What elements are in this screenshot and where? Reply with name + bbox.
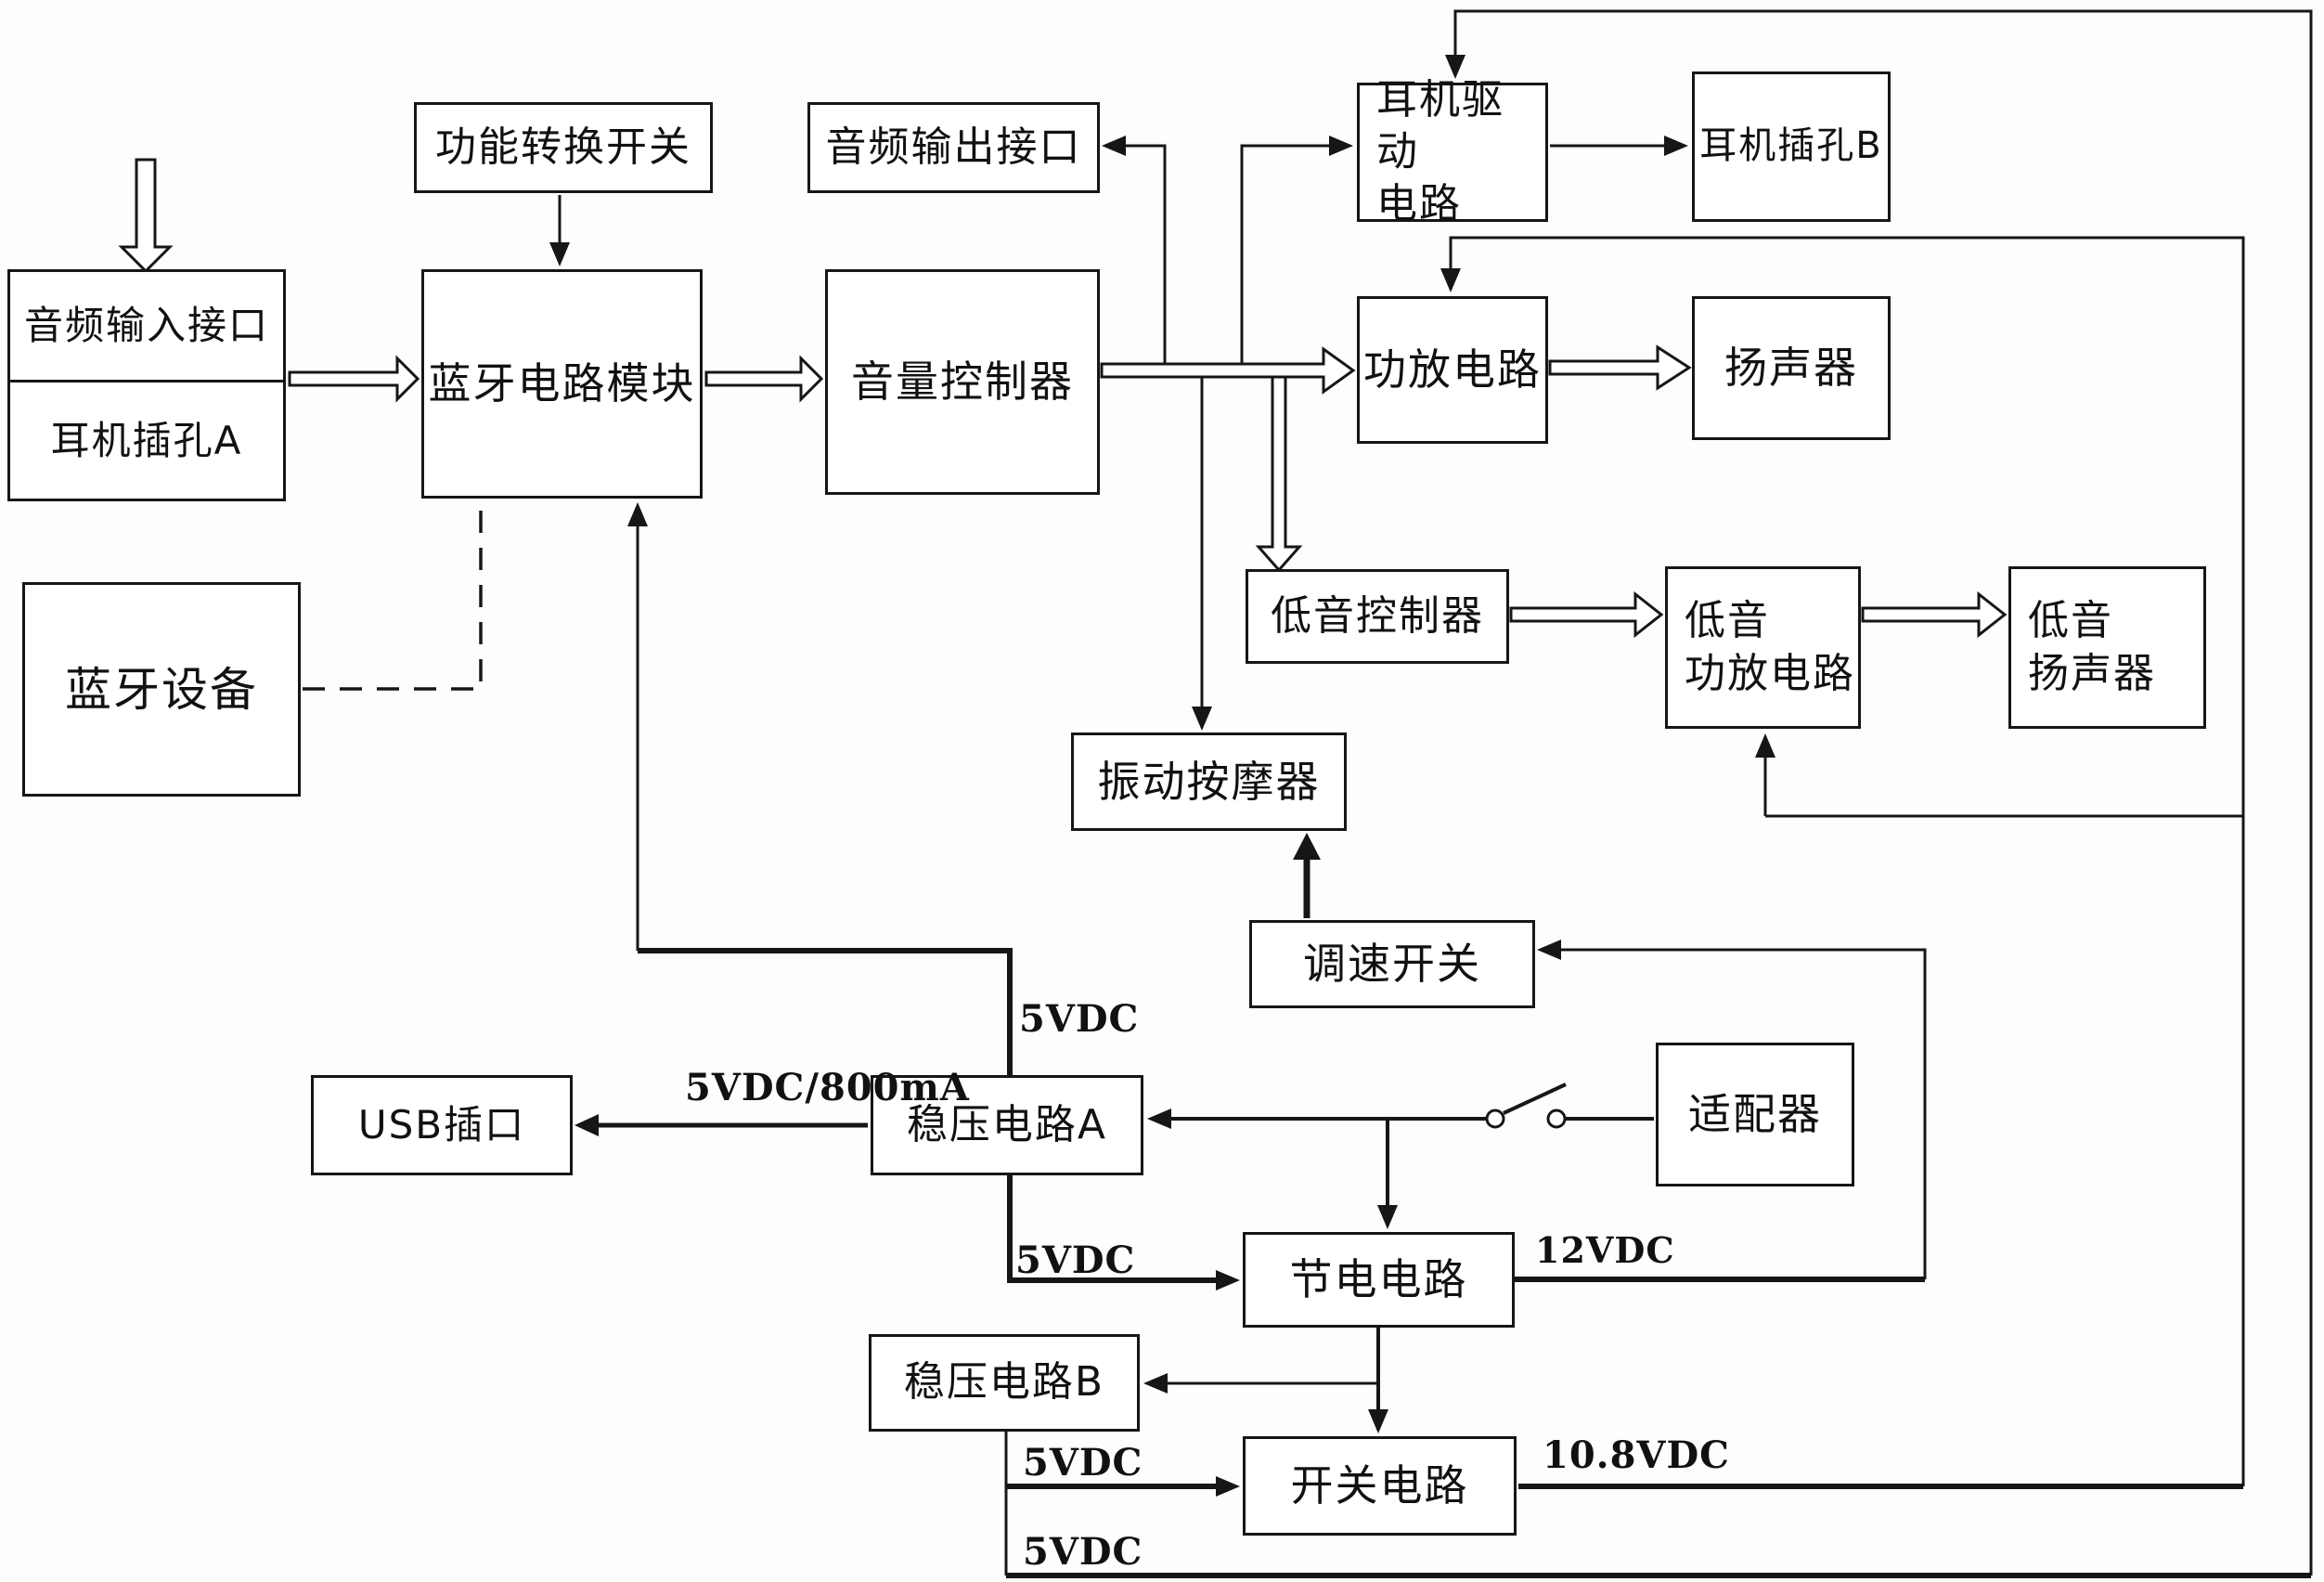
wire-volume-to-bass-controller — [1255, 369, 1303, 573]
wire-12vdc-to-speed-switch — [1515, 940, 1927, 1282]
node-bluetooth-device: 蓝牙设备 — [22, 582, 301, 797]
wire-label-5vdc-bluetooth: 5VDC — [1019, 997, 1140, 1041]
wire-label-12vdc: 12VDC — [1535, 1229, 1675, 1271]
wire-label-5vdc-800ma-usb: 5VDC/800mA — [685, 1066, 970, 1109]
node-func-switch: 功能转换开关 — [414, 102, 713, 193]
node-switch-circuit: 开关电路 — [1243, 1436, 1517, 1536]
node-volume-controller: 音量控制器 — [825, 269, 1100, 495]
wire-bass-controller-to-bass-amp — [1509, 590, 1664, 639]
wire-label-5vdc-power-save: 5VDC — [1015, 1238, 1136, 1282]
wire-label-5vdc-bottom: 5VDC — [1023, 1530, 1143, 1574]
wire-bluetooth-device-dashed — [303, 502, 483, 691]
wire-5vdc-to-bluetooth — [627, 502, 1013, 1075]
wire-volume-to-massager — [1192, 370, 1212, 731]
node-headphone-jack-a: 耳机插孔A — [7, 380, 286, 501]
node-audio-input-interface: 音频输入接口 — [7, 269, 286, 383]
wire-regulator-a-to-usb — [575, 1114, 868, 1136]
node-speaker: 扬声器 — [1692, 296, 1891, 440]
node-regulator-a: 稳压电路A — [871, 1075, 1143, 1175]
node-power-amp-circuit: 功放电路 — [1357, 296, 1548, 444]
wire-arrow-into-audio-input — [118, 158, 174, 274]
wire-label-10-8vdc: 10.8VDC — [1543, 1433, 1730, 1477]
node-headphone-drive-circuit: 耳机驱动 电路 — [1357, 76, 1548, 227]
node-bass-speaker: 低音 扬声器 — [2008, 566, 2206, 729]
switch-contact-icon — [1546, 1109, 1567, 1129]
wire-5vdc-outer-loop-to-headphone-drive — [1004, 9, 2313, 1578]
wire-headphone-drive-to-jack-b — [1550, 136, 1688, 156]
node-regulator-b: 稳压电路B — [869, 1334, 1140, 1432]
node-usb-port: USB插口 — [311, 1075, 573, 1175]
wire-adapter-power-line — [1147, 1083, 1654, 1229]
wire-regulator-a-to-power-saving — [1007, 1175, 1240, 1290]
wire-input-to-bluetooth — [288, 355, 420, 403]
node-power-saving-circuit: 节电电路 — [1243, 1232, 1515, 1328]
wire-bass-amp-to-bass-speaker — [1861, 590, 2008, 639]
node-bass-controller: 低音控制器 — [1246, 569, 1509, 664]
wire-volume-to-power-amp — [1100, 346, 1356, 395]
node-speed-switch: 调速开关 — [1249, 920, 1535, 1008]
wire-label-5vdc-switch-ckt: 5VDC — [1023, 1441, 1143, 1485]
wire-speed-switch-to-massager — [1293, 833, 1321, 918]
node-adapter: 适配器 — [1656, 1043, 1854, 1186]
node-vibration-massager: 振动按摩器 — [1071, 733, 1347, 831]
wire-volume-to-headphone-drive — [1240, 136, 1353, 370]
switch-contact-icon — [1485, 1109, 1505, 1129]
wire-volume-to-audio-output — [1102, 136, 1167, 370]
wire-bluetooth-to-volume — [704, 355, 824, 403]
wire-10-8vdc-rail — [1440, 236, 2245, 1489]
wire-func-switch-to-bluetooth — [549, 195, 570, 266]
wire-power-saving-to-switch-circuit — [1143, 1328, 1388, 1433]
node-audio-output-interface: 音频输出接口 — [807, 102, 1100, 193]
wire-power-amp-to-speaker — [1548, 344, 1692, 391]
node-bass-amp-circuit: 低音 功放电路 — [1665, 566, 1861, 729]
node-bluetooth-circuit-module: 蓝牙电路模块 — [421, 269, 703, 499]
node-headphone-jack-b: 耳机插孔B — [1692, 71, 1891, 222]
switch-lever-icon — [1503, 1083, 1567, 1115]
